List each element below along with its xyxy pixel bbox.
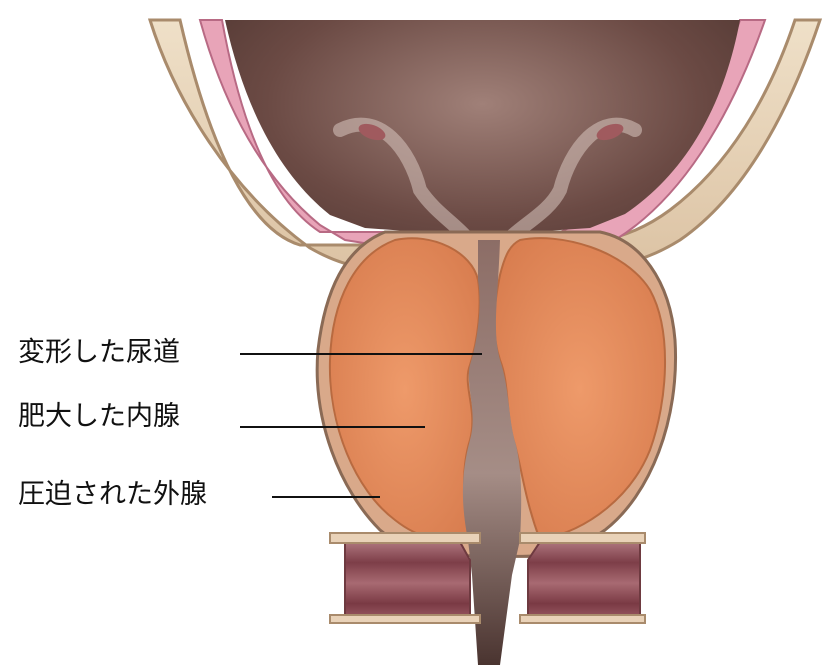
label-enlarged-inner-gland: 肥大した内腺 [18,403,180,430]
label-deformed-urethra: 変形した尿道 [18,339,180,366]
label-compressed-outer-gland: 圧迫された外腺 [18,481,207,508]
